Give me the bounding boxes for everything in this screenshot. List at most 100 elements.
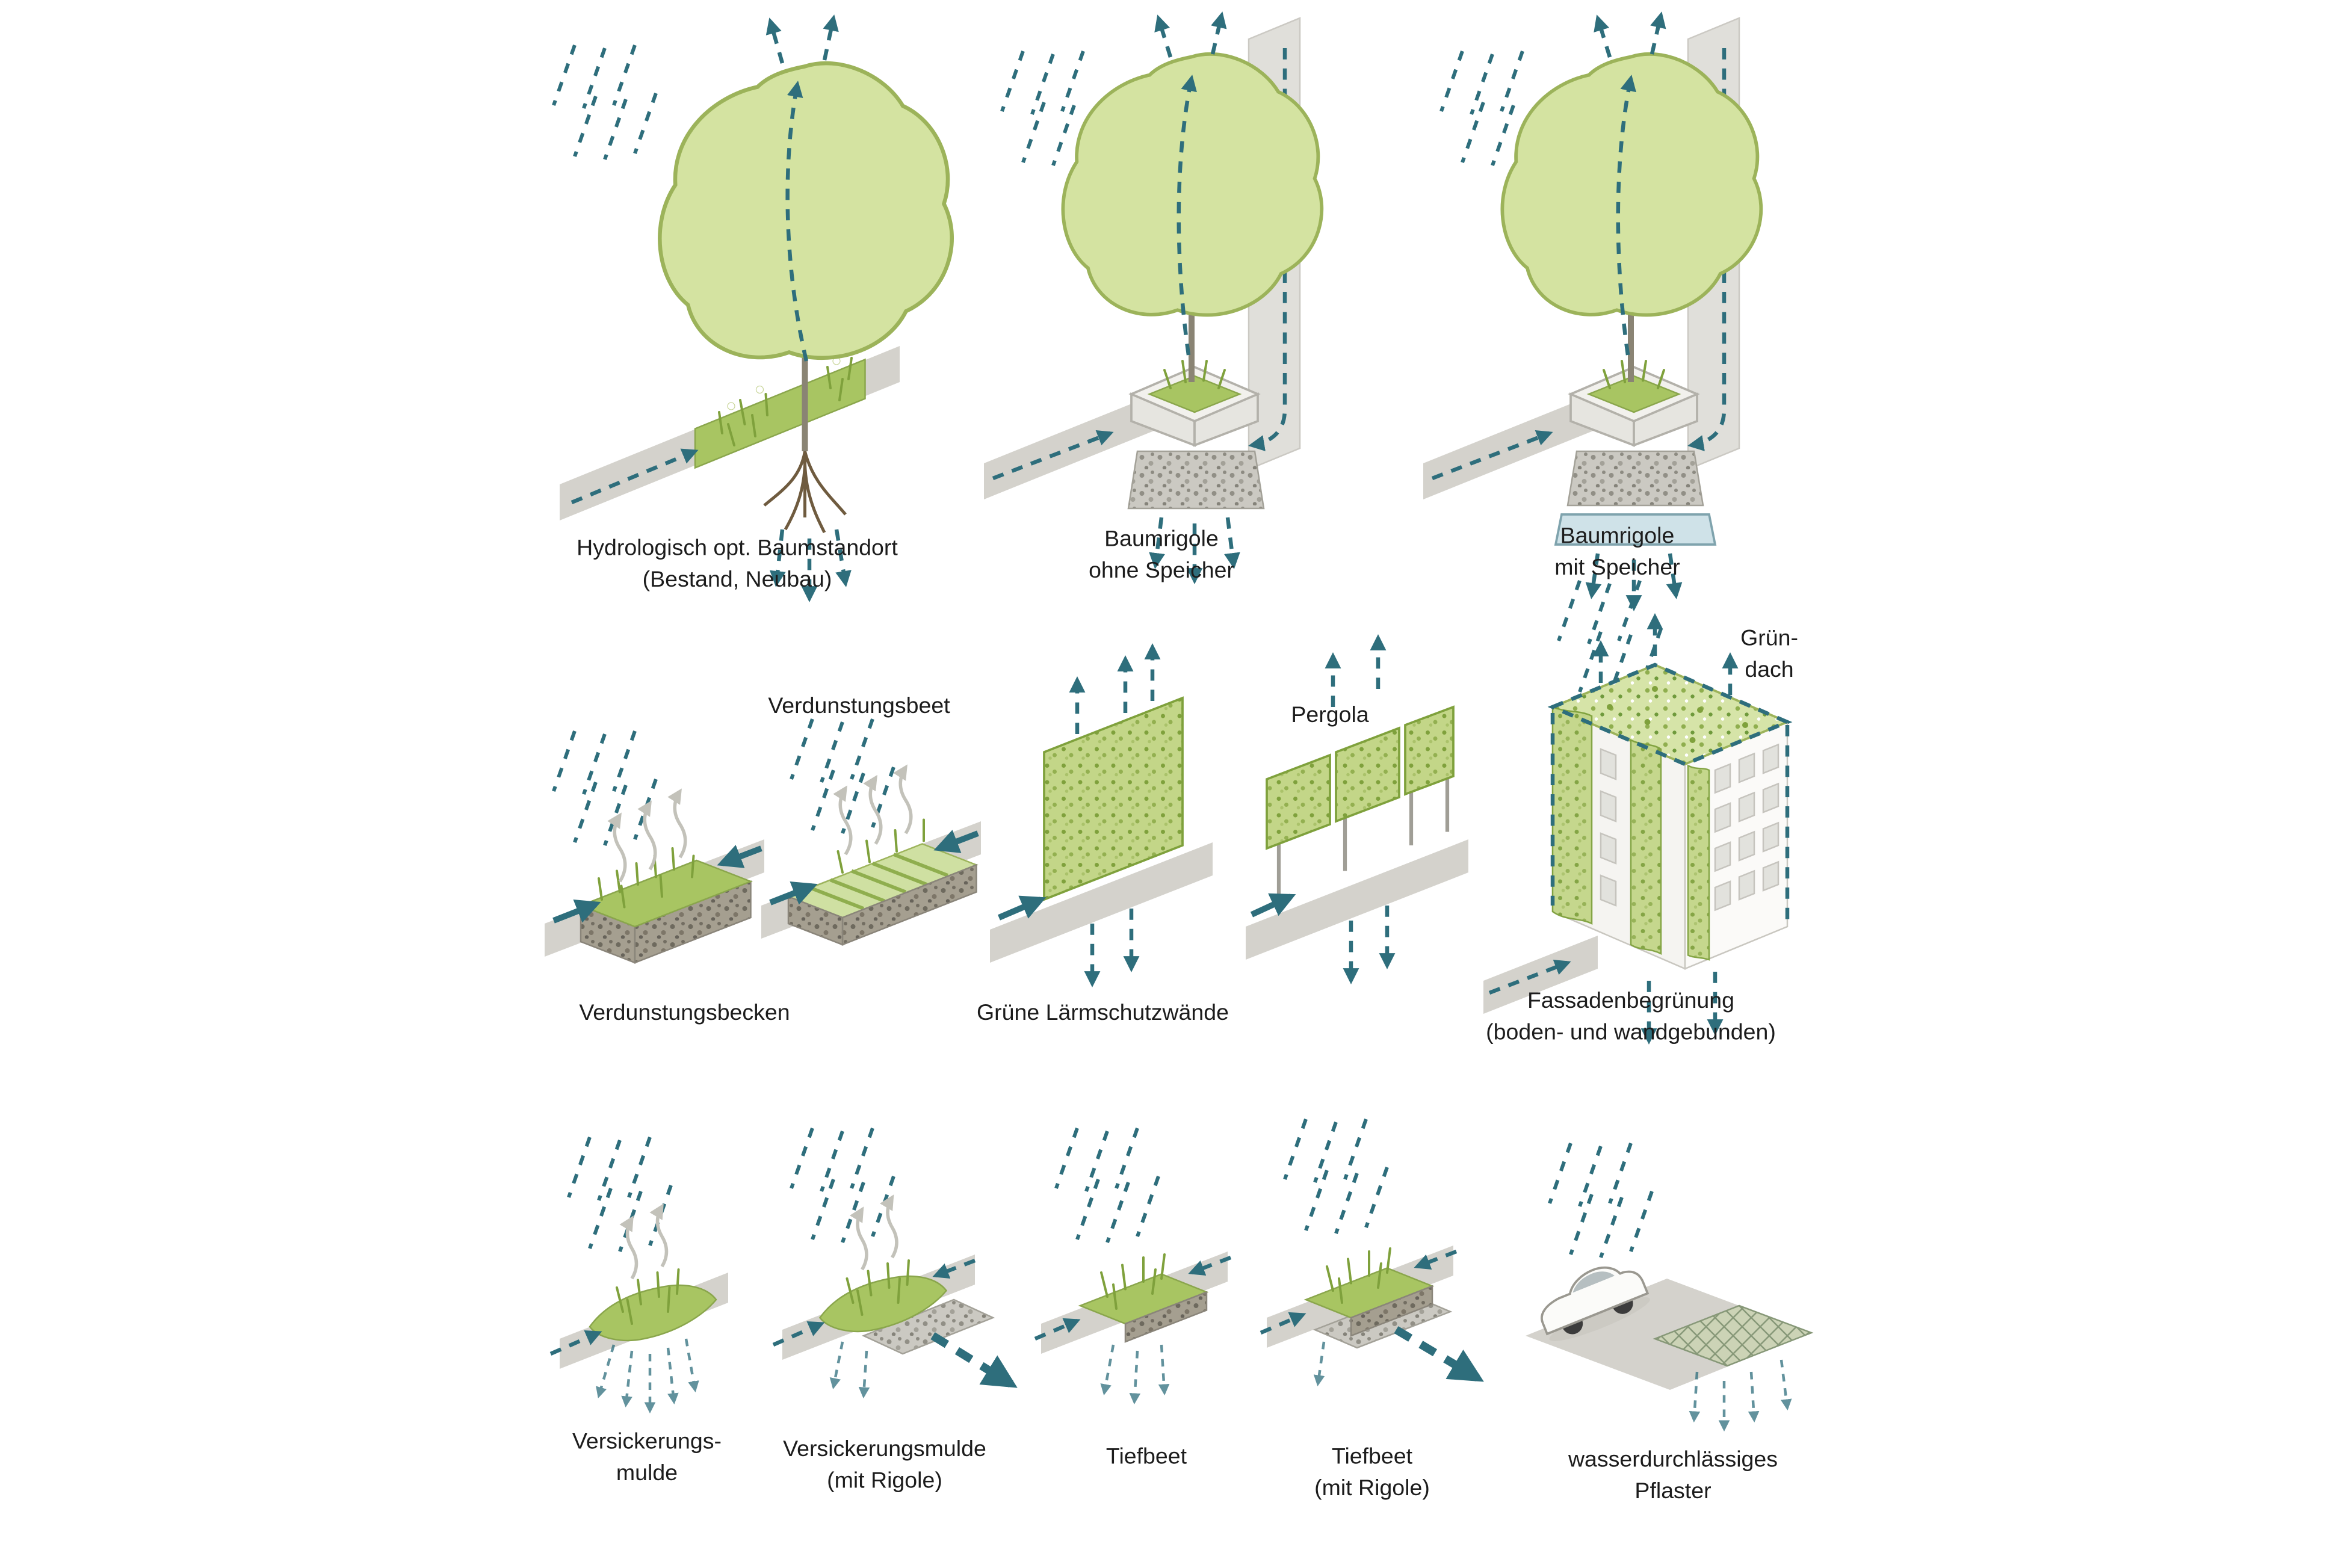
label-line: Fassadenbegrünung [1527, 988, 1734, 1014]
label-line: (boden- und wandgebunden) [1486, 1020, 1776, 1046]
infiltration-arrow [1149, 517, 1165, 569]
rain-icon [569, 1137, 671, 1252]
label-line: Pergola [1291, 702, 1369, 729]
figure-baumrigole-ohne-speicher [984, 11, 1322, 584]
label-wasserdurchlaessiges-pflaster: wasserdurchlässiges Pflaster [1568, 1444, 1778, 1507]
window [1600, 748, 1617, 780]
infiltration-arrows [1100, 1344, 1170, 1405]
label-tiefbeet: Tiefbeet [1106, 1441, 1187, 1473]
basin-surface [578, 859, 753, 928]
rain-icon [1056, 1128, 1158, 1242]
label-line: dach [1745, 657, 1794, 684]
label-fassadenbegruenung: Fassadenbegrünung (boden- und wandgebund… [1486, 986, 1776, 1049]
label-line: Tiefbeet [1105, 1444, 1187, 1470]
water-storage [1554, 513, 1717, 546]
figure-versickerungsmulde-mit-rigole [772, 1128, 1018, 1399]
evaporation-arrow [849, 1206, 868, 1271]
ground-surface [1246, 839, 1468, 960]
water-flow-arrow [992, 430, 1114, 481]
figure-verdunstungsbecken [545, 731, 764, 964]
water-flow-arrow [570, 448, 699, 505]
label-line: Verdunstungsbecken [579, 1000, 790, 1026]
figure-tiefbeet [1034, 1128, 1232, 1405]
ground-surface [1483, 936, 1598, 1014]
figure-tiefbeet-mit-rigole [1260, 1119, 1484, 1387]
label-line: Grüne Lärmschutzwände [977, 1000, 1229, 1026]
rain-icon [554, 45, 656, 159]
label-hydrologisch-baumstandort: Hydrologisch opt. Baumstandort (Bestand,… [577, 532, 898, 596]
drainage-arrow [930, 1332, 1018, 1388]
roof-runoff-arrow [1687, 48, 1727, 451]
label-tiefbeet-mit-rigole: Tiefbeet (mit Rigole) [1314, 1441, 1430, 1504]
figure-wasserdurchlaessiges-pflaster [1526, 1143, 1814, 1432]
label-verdunstungsbeet: Verdunstungsbeet [768, 691, 950, 723]
tree-roots [763, 451, 847, 534]
figure-fassadenbegruenung [1483, 581, 1793, 1045]
label-pergola: Pergola [1291, 700, 1368, 732]
water-flow-arrow [1488, 959, 1571, 995]
inflow-arrow [769, 881, 818, 906]
rain-icon [554, 731, 656, 845]
label-line: ohne Speicher [1089, 558, 1234, 584]
figure-baumrigole-mit-speicher [1423, 11, 1761, 611]
figure-versickerungsmulde [549, 1137, 728, 1414]
grass-tufts [718, 357, 853, 446]
label-line: mit Speicher [1554, 555, 1680, 581]
inflow-arrow [549, 1330, 602, 1356]
label-line: Baumrigole [1104, 526, 1219, 552]
evaporation-arrow [619, 1215, 639, 1280]
label-line: Verdunstungsbeet [768, 693, 950, 720]
inflow-arrow [772, 1321, 825, 1347]
evaporation-arrow [607, 812, 627, 883]
label-line: Versickerungs- [572, 1429, 722, 1455]
rain-icon [791, 1128, 894, 1242]
label-line: (mit Rigole) [1314, 1475, 1430, 1502]
transpiration-arrow [785, 81, 809, 362]
label-line: Tiefbeet [1331, 1444, 1413, 1470]
label-line: (mit Rigole) [827, 1468, 942, 1494]
inflow-arrow [1260, 1312, 1306, 1335]
inflow-arrow [1034, 1318, 1081, 1341]
figure-hydrologisch-baumstandort [554, 14, 952, 602]
label-line: Baumrigole [1560, 523, 1675, 549]
swale [589, 1284, 717, 1342]
figure-gruene-laermschutzwand [990, 643, 1213, 987]
label-line: mulde [616, 1460, 678, 1487]
inflow-arrow [552, 900, 601, 924]
rain-icon [1285, 1119, 1387, 1233]
label-line: Hydrologisch opt. Baumstandort [577, 536, 898, 561]
infiltration-arrows [596, 1338, 699, 1414]
label-line: wasserdurchlässiges [1568, 1447, 1778, 1473]
green-panel [1266, 753, 1331, 850]
swale [818, 1275, 948, 1333]
inflow-arrow [1250, 893, 1296, 918]
infiltration-arrow [769, 529, 786, 587]
gravel-trench [1127, 450, 1265, 510]
water-flow-arrow [1431, 430, 1553, 481]
label-gruene-laermschutzwaende: Grüne Lärmschutzwände [977, 998, 1229, 1029]
facade-greening [1551, 706, 1593, 925]
gravel-trench [1566, 450, 1704, 507]
label-line: Grün- [1740, 626, 1798, 652]
figure-verdunstungsbeet [761, 719, 981, 946]
label-baumrigole-ohne-speicher: Baumrigole ohne Speicher [1089, 523, 1234, 587]
car-icon [1541, 1266, 1650, 1341]
infiltration-arrow [1585, 553, 1602, 599]
permeable-paving [1653, 1304, 1814, 1367]
label-baumrigole-mit-speicher: Baumrigole mit Speicher [1554, 520, 1680, 584]
label-versickerungsmulde: Versickerungs- mulde [572, 1426, 722, 1489]
green-noise-wall [1043, 696, 1184, 901]
ground-surface [990, 842, 1213, 963]
evaporation-arrow [833, 785, 853, 856]
drainage-arrow [1394, 1326, 1484, 1382]
label-gruendach: Grün- dach [1740, 623, 1798, 686]
label-versickerungsmulde-mit-rigole: Versickerungsmulde (mit Rigole) [783, 1434, 986, 1497]
label-line: Pflaster [1634, 1478, 1711, 1505]
roof-runoff-arrow [1248, 48, 1287, 451]
label-line: (Bestand, Neubau) [642, 567, 832, 593]
reeds [598, 847, 695, 909]
label-verdunstungsbecken: Verdunstungsbecken [579, 998, 790, 1029]
